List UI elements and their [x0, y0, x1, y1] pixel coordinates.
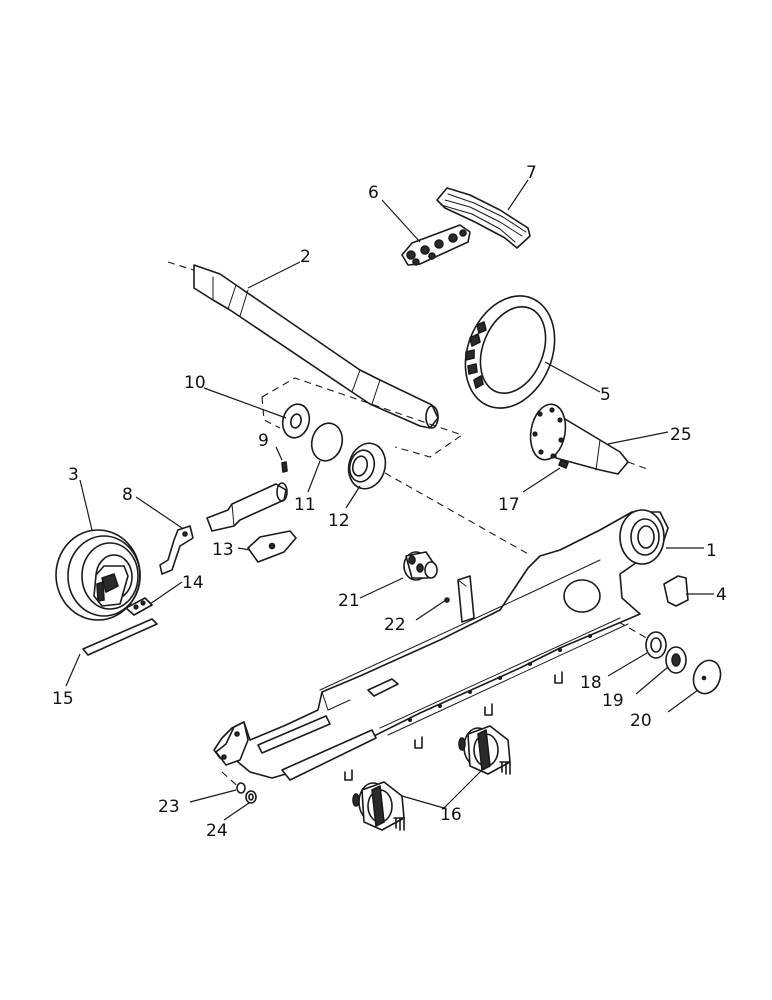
part-4-bracket: [663, 575, 689, 607]
callout-2: 2: [300, 247, 311, 267]
callout-5: 5: [600, 385, 611, 405]
part-3-idler-wheel: [55, 529, 141, 621]
part-24-nut: [245, 790, 257, 804]
part-15-strip: [82, 618, 158, 656]
part-12-bearing: [347, 442, 387, 490]
part-6-track-chain: [401, 224, 471, 266]
part-9-pin: [281, 461, 288, 473]
callout-1: 1: [706, 541, 717, 561]
axis-line-rear: [597, 609, 651, 641]
callout-8: 8: [122, 485, 133, 505]
leader-lines: [65, 179, 714, 821]
callout-6: 6: [368, 183, 379, 203]
part-22-support-bracket: [444, 575, 475, 623]
part-7-track-shoe: [436, 187, 531, 249]
callout-labels: 1 2 3 4 5 6 7 8 9 10 11 12 13 14 15 16 1…: [52, 163, 727, 841]
callout-9: 9: [258, 431, 269, 451]
callout-15: 15: [52, 689, 74, 709]
callout-16: 16: [440, 805, 462, 825]
callout-17: 17: [498, 495, 520, 515]
callout-24: 24: [206, 821, 228, 841]
part-21-carrier-roller: [403, 551, 438, 581]
callout-14: 14: [182, 573, 204, 593]
axis-line-main: [384, 472, 531, 556]
part-8-bracket: [159, 525, 194, 575]
part-23-washer: [236, 782, 246, 794]
callout-12: 12: [328, 511, 350, 531]
part-10-washer: [281, 403, 311, 439]
bearing-set-outline: [261, 377, 464, 458]
part-2-axle-shaft: [167, 261, 439, 429]
callout-23: 23: [158, 797, 180, 817]
callout-18: 18: [580, 673, 602, 693]
callout-11: 11: [294, 495, 316, 515]
part-13-plate: [247, 530, 297, 563]
part-19-bearing: [665, 646, 687, 674]
callout-20: 20: [630, 711, 652, 731]
part-16-track-roller-front: [352, 781, 405, 831]
idler-shaft: [206, 482, 288, 532]
callout-7: 7: [526, 163, 537, 183]
callout-3: 3: [68, 465, 79, 485]
part-1-track-frame: [213, 509, 669, 781]
callout-13: 13: [212, 540, 234, 560]
part-17-bolt: [558, 459, 569, 469]
callout-4: 4: [716, 585, 727, 605]
callout-22: 22: [384, 615, 406, 635]
callout-19: 19: [602, 691, 624, 711]
callout-10: 10: [184, 373, 206, 393]
part-5-sprocket-ring: [464, 295, 556, 409]
part-18-seal: [645, 631, 667, 659]
part-25-hub-spindle: [529, 403, 651, 475]
part-20-cover: [692, 659, 722, 695]
part-14-shim: [125, 597, 153, 616]
callout-21: 21: [338, 591, 360, 611]
part-16-track-roller-rear: [458, 725, 511, 775]
callout-25: 25: [670, 425, 692, 445]
part-11-o-ring: [310, 422, 344, 462]
